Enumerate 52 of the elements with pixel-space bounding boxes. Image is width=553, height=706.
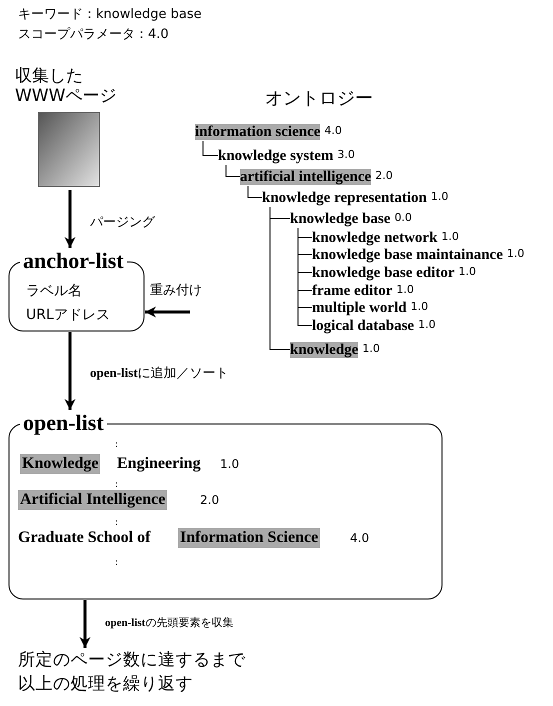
result-text: 所定のページ数に達するまで以上の処理を繰り返す: [18, 649, 246, 696]
term-text: knowledge base: [290, 211, 390, 227]
score-value: 1.0: [220, 456, 240, 472]
group-heading: オントロジー: [265, 88, 373, 110]
score-value: 1.0: [506, 247, 524, 260]
score-value: 0.0: [394, 211, 412, 224]
list-item: ラベル名: [26, 282, 82, 300]
term-text: multiple world: [312, 300, 407, 316]
term-text: frame editor: [312, 283, 392, 299]
term-text: Artificial Intelligence: [18, 490, 168, 510]
term-text: knowledge base editor: [312, 265, 454, 281]
score-value: 1.0: [441, 230, 459, 243]
score-value: 4.0: [324, 124, 342, 137]
tree-line: [226, 164, 240, 177]
header-note: スコープパラメータ：4.0: [18, 26, 169, 44]
term-text: Information Science: [178, 528, 320, 548]
term-text: knowledge base maintainance: [312, 247, 503, 263]
tree-line: [270, 206, 290, 350]
tree-line: [298, 228, 312, 326]
arrow: [80, 600, 90, 648]
score-value: 1.0: [362, 342, 380, 355]
ellipsis-mark: :: [115, 440, 118, 450]
arrow: [64, 190, 76, 248]
score-value: 2.0: [200, 492, 220, 508]
term-text: knowledge network: [312, 230, 438, 246]
arrow: [145, 306, 190, 318]
ellipsis-mark: :: [115, 480, 118, 490]
list-item: URLアドレス: [26, 306, 110, 324]
score-value: 3.0: [337, 148, 355, 161]
ellipsis-mark: :: [115, 518, 118, 528]
node-heading: 収集したWWWページ: [15, 66, 118, 106]
arrow: [64, 332, 76, 410]
score-value: 1.0: [430, 190, 448, 203]
header-note: キーワード：knowledge base: [18, 6, 202, 24]
score-value: 1.0: [418, 318, 436, 331]
term-text: artificial intelligence: [240, 169, 372, 185]
tree-line: [202, 140, 218, 156]
term-text: information science: [195, 124, 320, 140]
term-text: Knowledge: [20, 454, 100, 474]
score-value: 1.0: [458, 265, 476, 278]
ellipsis-mark: :: [115, 558, 118, 568]
score-value: 1.0: [410, 300, 428, 313]
term-text: Graduate School of: [17, 528, 152, 548]
term-text: Engineering: [116, 454, 202, 474]
tree-line: [248, 186, 262, 198]
score-value: 1.0: [396, 283, 414, 296]
score-value: 4.0: [350, 530, 370, 546]
score-value: 2.0: [375, 169, 393, 182]
term-text: knowledge system: [218, 148, 334, 164]
term-text: knowledge: [290, 342, 358, 358]
term-text: knowledge representation: [262, 190, 427, 206]
term-text: logical database: [312, 318, 414, 334]
